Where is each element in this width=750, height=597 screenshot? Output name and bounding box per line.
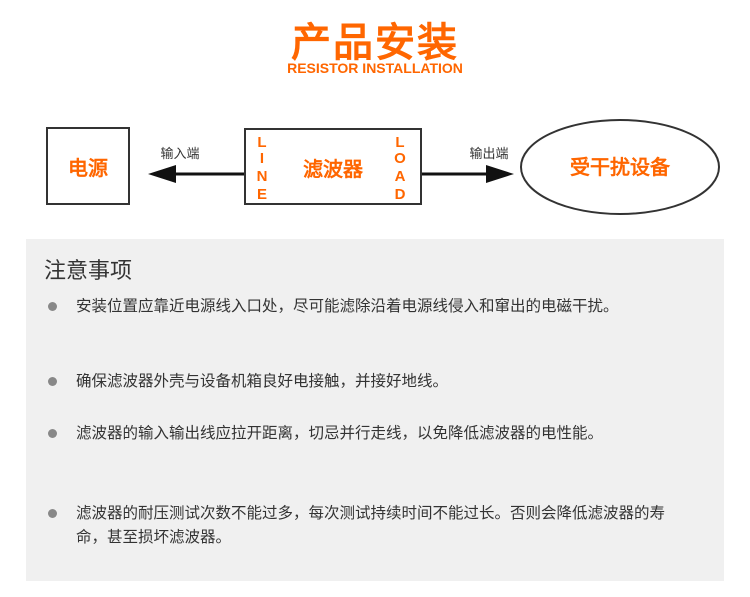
note-item: 滤波器的耐压测试次数不能过多，每次测试持续时间不能过长。否则会降低滤波器的寿命，… bbox=[48, 501, 676, 549]
device-label: 受干扰设备 bbox=[570, 155, 671, 179]
load-letter: A bbox=[395, 168, 406, 185]
installation-diagram: 电源 输入端 滤波器 L I N E L O A D 输出端 受干扰设备 bbox=[46, 119, 720, 215]
bullet-icon bbox=[48, 377, 57, 386]
note-text: 确保滤波器外壳与设备机箱良好电接触，并接好地线。 bbox=[76, 372, 449, 390]
device-ellipse bbox=[520, 119, 720, 215]
line-letter: L bbox=[257, 134, 266, 151]
load-letter: D bbox=[395, 186, 406, 203]
filter-box bbox=[244, 128, 422, 205]
note-text: 滤波器的耐压测试次数不能过多，每次测试持续时间不能过长。否则会降低滤波器的寿命，… bbox=[76, 504, 666, 546]
note-text: 安装位置应靠近电源线入口处，尽可能滤除沿着电源线侵入和窜出的电磁干扰。 bbox=[76, 297, 619, 315]
input-label: 输入端 bbox=[160, 146, 199, 162]
notes-title: 注意事项 bbox=[44, 259, 133, 284]
output-label: 输出端 bbox=[469, 146, 508, 162]
note-text: 滤波器的输入输出线应拉开距离，切忌并行走线，以免降低滤波器的电性能。 bbox=[76, 424, 604, 442]
note-item: 安装位置应靠近电源线入口处，尽可能滤除沿着电源线侵入和窜出的电磁干扰。 bbox=[48, 294, 676, 318]
bullet-icon bbox=[48, 429, 57, 438]
load-side-label: L O A D bbox=[394, 134, 406, 203]
notes-panel: 注意事项 安装位置应靠近电源线入口处，尽可能滤除沿着电源线侵入和窜出的电磁干扰。… bbox=[26, 239, 724, 581]
output-arrowhead bbox=[486, 165, 514, 183]
power-box bbox=[46, 127, 130, 205]
filter-box-label: 滤波器 bbox=[303, 157, 364, 181]
bullet-icon bbox=[48, 509, 57, 518]
power-box-label: 电源 bbox=[68, 156, 108, 180]
page-title: 产品安装 bbox=[291, 20, 459, 66]
line-letter: I bbox=[260, 150, 264, 167]
note-item: 确保滤波器外壳与设备机箱良好电接触，并接好地线。 bbox=[48, 369, 676, 393]
line-letter: E bbox=[257, 186, 267, 203]
bullet-icon bbox=[48, 302, 57, 311]
line-side-label: L I N E bbox=[257, 134, 268, 203]
line-letter: N bbox=[257, 168, 268, 185]
page-subtitle: RESISTOR INSTALLATION bbox=[287, 60, 463, 76]
note-item: 滤波器的输入输出线应拉开距离，切忌并行走线，以免降低滤波器的电性能。 bbox=[48, 421, 676, 445]
input-arrowhead bbox=[148, 165, 176, 183]
load-letter: O bbox=[394, 150, 406, 167]
load-letter: L bbox=[395, 134, 404, 151]
